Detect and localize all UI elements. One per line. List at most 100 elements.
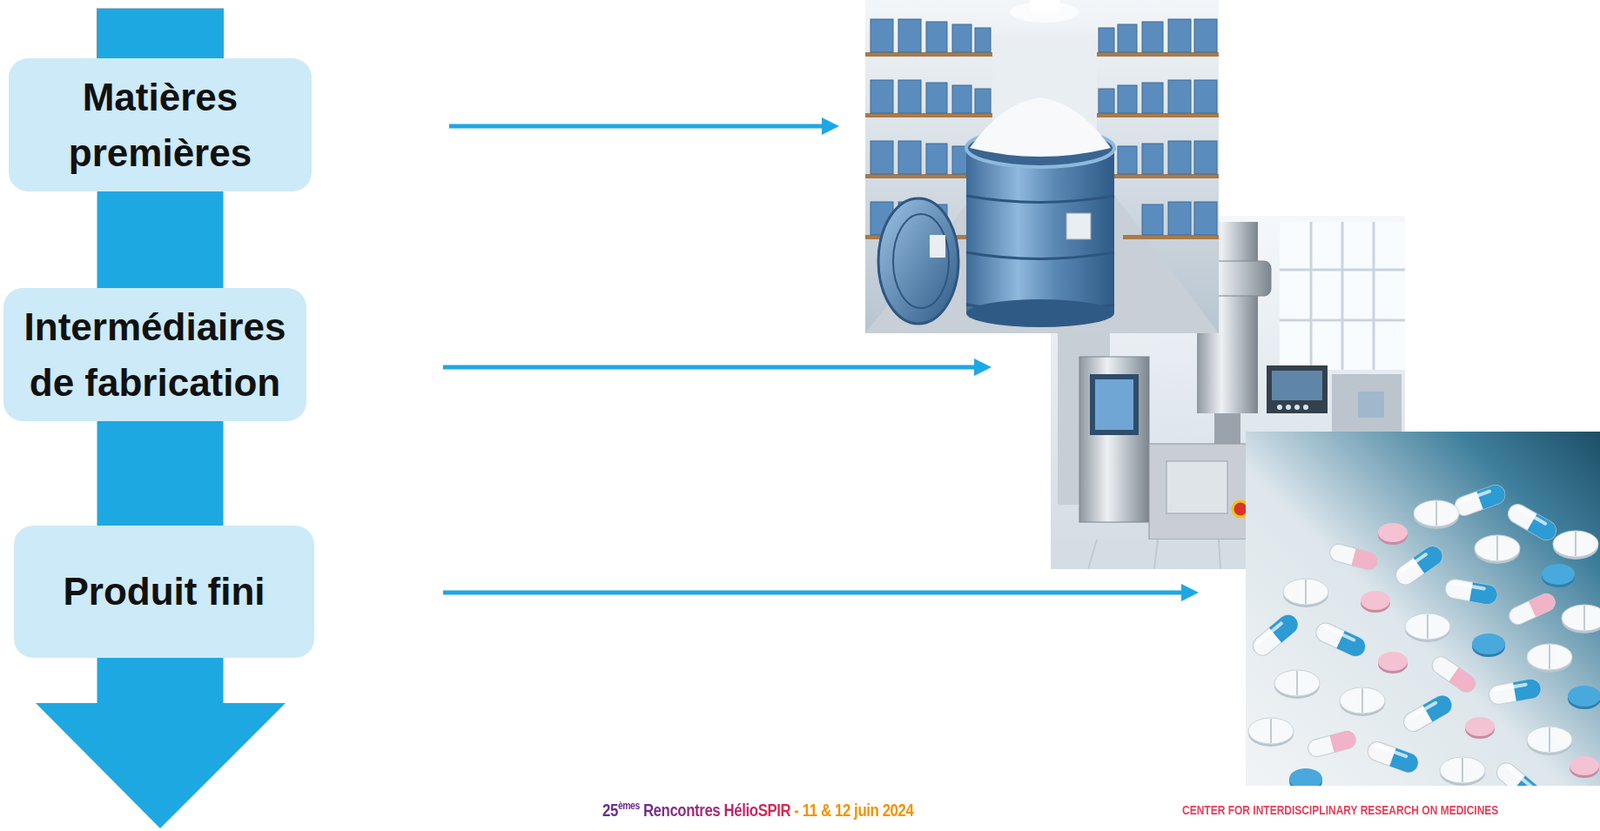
pills-picture-part: [1428, 653, 1479, 697]
pointer-arrow-part: [443, 365, 978, 370]
warehouse-picture-part-part: [1168, 201, 1191, 236]
machine-picture-part: [1214, 413, 1241, 449]
machine-picture-part-part: [1279, 268, 1406, 272]
warehouse-picture-part-part: [1168, 80, 1191, 114]
warehouse-picture-part-part: [974, 88, 991, 114]
warehouse-picture-part-part: [865, 113, 993, 118]
pills-picture-part: [1526, 644, 1573, 673]
machine-picture-part-part: [1341, 221, 1345, 370]
pills-picture-part: [1405, 613, 1451, 643]
warehouse-picture-part: [966, 195, 1115, 312]
machine-picture-part-part: [1154, 539, 1158, 570]
warehouse-picture-part-part: [1117, 146, 1137, 175]
warehouse-picture-part-part: [926, 21, 948, 53]
machine-picture-part: [1294, 404, 1300, 411]
pointer-arrow-part: [1181, 584, 1199, 602]
machine-picture-part-part: [1279, 319, 1406, 323]
warehouse-picture-part-part: [952, 85, 972, 114]
pills-picture-part: [1569, 756, 1600, 779]
warehouse-picture-part-part: [1096, 52, 1219, 57]
pointer-arrow-part: [443, 591, 1185, 596]
machine-picture-part: [1279, 221, 1406, 370]
edition-suffix: èmes: [618, 799, 640, 813]
stage-label: Produit fini: [62, 564, 265, 620]
machine-picture-part-part: [1372, 221, 1376, 370]
pills-picture-part: [1452, 482, 1508, 518]
warehouse-picture-part-part: [1168, 141, 1191, 175]
warehouse-picture-part-part: [1168, 19, 1191, 53]
stage-label: Matières premières: [22, 69, 298, 182]
flow-shaft: [97, 421, 224, 526]
warehouse-picture-part: [1066, 213, 1091, 240]
stage-label: Intermédiaires de fabrication: [17, 299, 293, 411]
machine-picture-part-part: [1218, 539, 1221, 570]
warehouse-picture-part-part: [966, 195, 1115, 203]
warehouse-picture-part-part: [1142, 82, 1164, 114]
warehouse-picture-part-part: [1117, 24, 1137, 53]
warehouse-picture-part: [969, 97, 1111, 157]
pills-picture-part: [1465, 717, 1495, 740]
warehouse-picture-part-part: [1194, 80, 1217, 114]
stage-box: Intermédiaires de fabrication: [3, 288, 307, 422]
institution-name: CENTER FOR INTERDISCIPLINARY RESEARCH ON…: [1182, 802, 1499, 818]
pills-picture-part: [1413, 500, 1459, 530]
warehouse-picture-part-part: [974, 27, 991, 53]
warehouse-picture-part-part: [898, 80, 922, 114]
warehouse-picture-part-part: [865, 52, 993, 57]
warehouse-picture-part: [865, 0, 1219, 334]
machine-picture-part: [1266, 365, 1328, 414]
machine-picture-part: [1285, 404, 1291, 411]
warehouse-picture-part-part: [1142, 21, 1164, 53]
pills-picture-part: [1487, 678, 1543, 706]
pointer-arrow-part: [821, 117, 840, 135]
pills-picture-part: [1305, 729, 1358, 760]
warehouse-picture-part: [1009, 1, 1080, 23]
warehouse-picture: [865, 0, 1219, 334]
warehouse-picture-part: [893, 214, 949, 309]
pills-picture-part: [1444, 578, 1500, 606]
warehouse-picture-part: [878, 198, 959, 324]
pills-picture-part: [1561, 605, 1600, 634]
event-footer: 25èmesRencontres HélioSPIR- 11 & 12 juin…: [602, 799, 914, 821]
pills-picture-part: [1492, 759, 1546, 787]
pills-picture-part: [1541, 564, 1575, 588]
machine-picture-part: [1271, 370, 1323, 401]
pills-picture-part: [1526, 726, 1573, 756]
warehouse-picture-part-part: [1194, 201, 1217, 236]
warehouse-picture-part-part: [1096, 174, 1219, 179]
stage-box: Produit fini: [13, 525, 315, 659]
event-name: Rencontres HélioSPIR: [643, 800, 791, 821]
warehouse-picture-part-part: [1142, 143, 1164, 175]
warehouse-picture-part-part: [1096, 113, 1219, 118]
pills-picture-part: [1249, 611, 1302, 659]
pills-picture-part: [1567, 685, 1600, 710]
pills-picture-part: [1312, 619, 1369, 659]
machine-picture-part-part: [1310, 221, 1313, 370]
warehouse-picture-part-part: [1194, 141, 1217, 175]
pills-picture-part: [1274, 670, 1320, 700]
warehouse-picture-part: [929, 235, 946, 258]
machine-picture-part: [1277, 404, 1283, 411]
warehouse-picture-part: [966, 147, 1115, 314]
pills-picture-part: [1339, 687, 1385, 717]
warehouse-picture-part-part: [870, 141, 894, 175]
machine-picture-part: [1303, 404, 1309, 411]
warehouse-picture-part-part: [926, 82, 948, 114]
warehouse-picture-part-part: [1122, 235, 1219, 240]
pills-picture-part: [1364, 739, 1421, 775]
pills-picture-part: [1327, 542, 1379, 572]
flow-arrow-part: [35, 703, 286, 829]
pills-picture: [1245, 431, 1600, 787]
pointer-arrow-part: [974, 358, 992, 377]
pills-picture-part: [1472, 633, 1506, 658]
pills-picture-part: [1552, 531, 1599, 560]
machine-picture-part: [1166, 461, 1228, 514]
pills-picture-part: [1439, 757, 1486, 787]
pills-picture-part: [1505, 591, 1558, 628]
pills-picture-part: [1378, 523, 1408, 545]
machine-picture-part: [1095, 379, 1134, 431]
machine-picture-part: [1357, 391, 1385, 418]
warehouse-picture-part-part: [966, 252, 1115, 260]
pills-picture-part: [1245, 431, 1600, 787]
